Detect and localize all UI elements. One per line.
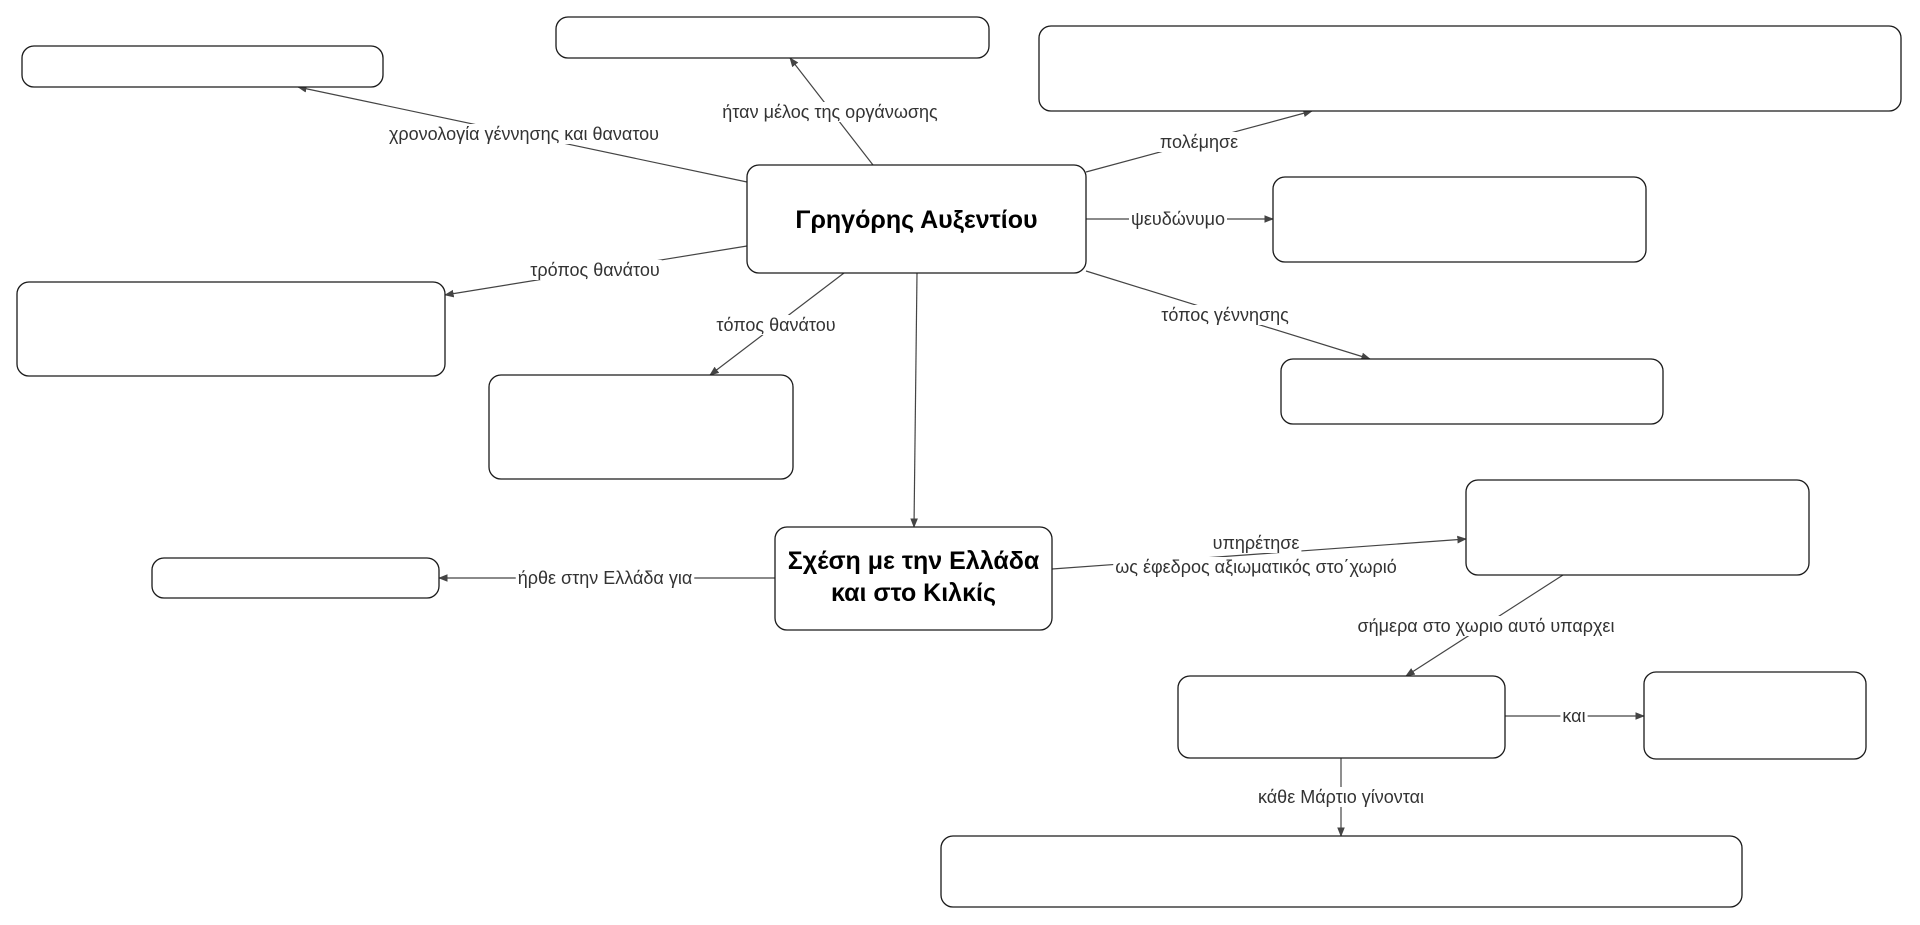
node-box[interactable] xyxy=(746,164,1087,274)
node-box[interactable] xyxy=(940,835,1743,908)
edge-label-village[interactable]: υπηρέτησε ως έφεδρος αξιωματικός στο΄χωρι… xyxy=(1113,533,1399,577)
edge-label-death-place[interactable]: τόπος θανάτου xyxy=(714,315,838,335)
node-pseudonym[interactable] xyxy=(1272,176,1647,263)
node-death-place[interactable] xyxy=(488,374,794,480)
edge-label-text: υπηρέτησε xyxy=(1213,533,1300,553)
node-dates[interactable] xyxy=(21,45,384,88)
edge-label-background xyxy=(386,124,662,144)
edge-label-background xyxy=(1560,706,1588,726)
node-and-also[interactable] xyxy=(1643,671,1867,760)
edge-label-text: ψευδώνυμο xyxy=(1131,209,1225,229)
edge-labels-layer: χρονολογία γέννησης και θανατου ήταν μέλο… xyxy=(386,102,1617,807)
edge-label-dates[interactable]: χρονολογία γέννησης και θανατου xyxy=(386,124,662,144)
label-mask xyxy=(1256,787,1426,807)
edge-label-pseudonym[interactable]: ψευδώνυμο xyxy=(1129,209,1227,229)
node-box[interactable] xyxy=(1465,479,1810,576)
node-every-march[interactable] xyxy=(940,835,1743,908)
edge-label-text: ήταν μέλος της οργάνωσης xyxy=(722,102,938,122)
edge-label-background xyxy=(720,102,941,122)
edge-label-death-manner[interactable]: τρόπος θανάτου xyxy=(528,260,662,280)
label-mask xyxy=(1560,706,1588,726)
node-main[interactable]: Γρηγόρης Αυξεντίου xyxy=(746,164,1087,274)
node-organization[interactable] xyxy=(555,16,990,59)
edge-main-to-greece[interactable] xyxy=(910,272,918,528)
node-village[interactable] xyxy=(1465,479,1810,576)
label-mask xyxy=(1159,305,1292,325)
node-greece[interactable]: Σχέση με την Ελλάδα και στο Κιλκίς xyxy=(774,526,1053,631)
label-mask xyxy=(1210,533,1302,553)
edge-label-text: ήρθε στην Ελλάδα για xyxy=(518,568,693,588)
node-box[interactable] xyxy=(21,45,384,88)
label-mask xyxy=(1129,209,1227,229)
edge-label-background xyxy=(1113,533,1399,577)
node-box[interactable] xyxy=(1272,176,1647,263)
edge-label-fought[interactable]: πολέμησε xyxy=(1157,132,1241,152)
node-came-for[interactable] xyxy=(151,557,440,599)
node-label: Σχέση με την Ελλάδα xyxy=(788,547,1040,575)
label-mask xyxy=(1113,557,1399,577)
node-box[interactable] xyxy=(151,557,440,599)
edge-label-text: τόπος θανάτου xyxy=(716,315,835,335)
edge-label-and-also[interactable]: και xyxy=(1560,706,1588,726)
edge-label-birth-place[interactable]: τόπος γέννησης xyxy=(1159,305,1292,325)
edge-label-today-exists[interactable]: σήμερα στο χωριο αυτό υπαρχει xyxy=(1355,616,1617,636)
edge-label-text: ως έφεδρος αξιωματικός στο΄χωριό xyxy=(1115,557,1397,577)
node-birth-place[interactable] xyxy=(1280,358,1664,425)
edge-label-background xyxy=(1129,209,1227,229)
edge-label-background xyxy=(1256,787,1426,807)
label-mask xyxy=(714,315,838,335)
edge-label-text: σήμερα στο χωριο αυτό υπαρχει xyxy=(1358,616,1615,636)
label-mask xyxy=(528,260,662,280)
label-mask xyxy=(1355,616,1617,636)
node-box[interactable] xyxy=(488,374,794,480)
edge-label-text: τόπος γέννησης xyxy=(1161,305,1289,325)
node-box[interactable] xyxy=(774,526,1053,631)
label-mask xyxy=(720,102,941,122)
node-fought[interactable] xyxy=(1038,25,1902,112)
node-death-manner[interactable] xyxy=(16,281,446,377)
node-box[interactable] xyxy=(1643,671,1867,760)
node-label: Γρηγόρης Αυξεντίου xyxy=(795,206,1037,234)
edge-label-text: τρόπος θανάτου xyxy=(530,260,660,280)
edge-label-background xyxy=(528,260,662,280)
edge-label-text: χρονολογία γέννησης και θανατου xyxy=(389,124,659,144)
edge-label-background xyxy=(515,568,695,588)
node-box[interactable] xyxy=(1177,675,1506,759)
edge-label-text: πολέμησε xyxy=(1160,132,1238,152)
edge-label-background xyxy=(1159,305,1292,325)
node-today-exists[interactable] xyxy=(1177,675,1506,759)
edge-label-background xyxy=(714,315,838,335)
label-mask xyxy=(386,124,662,144)
edge-label-came-for[interactable]: ήρθε στην Ελλάδα για xyxy=(515,568,695,588)
edge-label-organization[interactable]: ήταν μέλος της οργάνωσης xyxy=(720,102,941,122)
label-mask xyxy=(1157,132,1241,152)
label-mask xyxy=(515,568,695,588)
node-box[interactable] xyxy=(555,16,990,59)
edge-label-every-march[interactable]: κάθε Μάρτιο γίνονται xyxy=(1256,787,1426,807)
edge-label-background xyxy=(1157,132,1241,152)
edge-label-background xyxy=(1355,616,1617,636)
edge-label-text: κάθε Μάρτιο γίνονται xyxy=(1258,787,1424,807)
node-box[interactable] xyxy=(1280,358,1664,425)
node-box[interactable] xyxy=(1038,25,1902,112)
node-label: και στο Κιλκίς xyxy=(831,579,996,607)
node-box[interactable] xyxy=(16,281,446,377)
edge-label-text: και xyxy=(1562,706,1585,726)
